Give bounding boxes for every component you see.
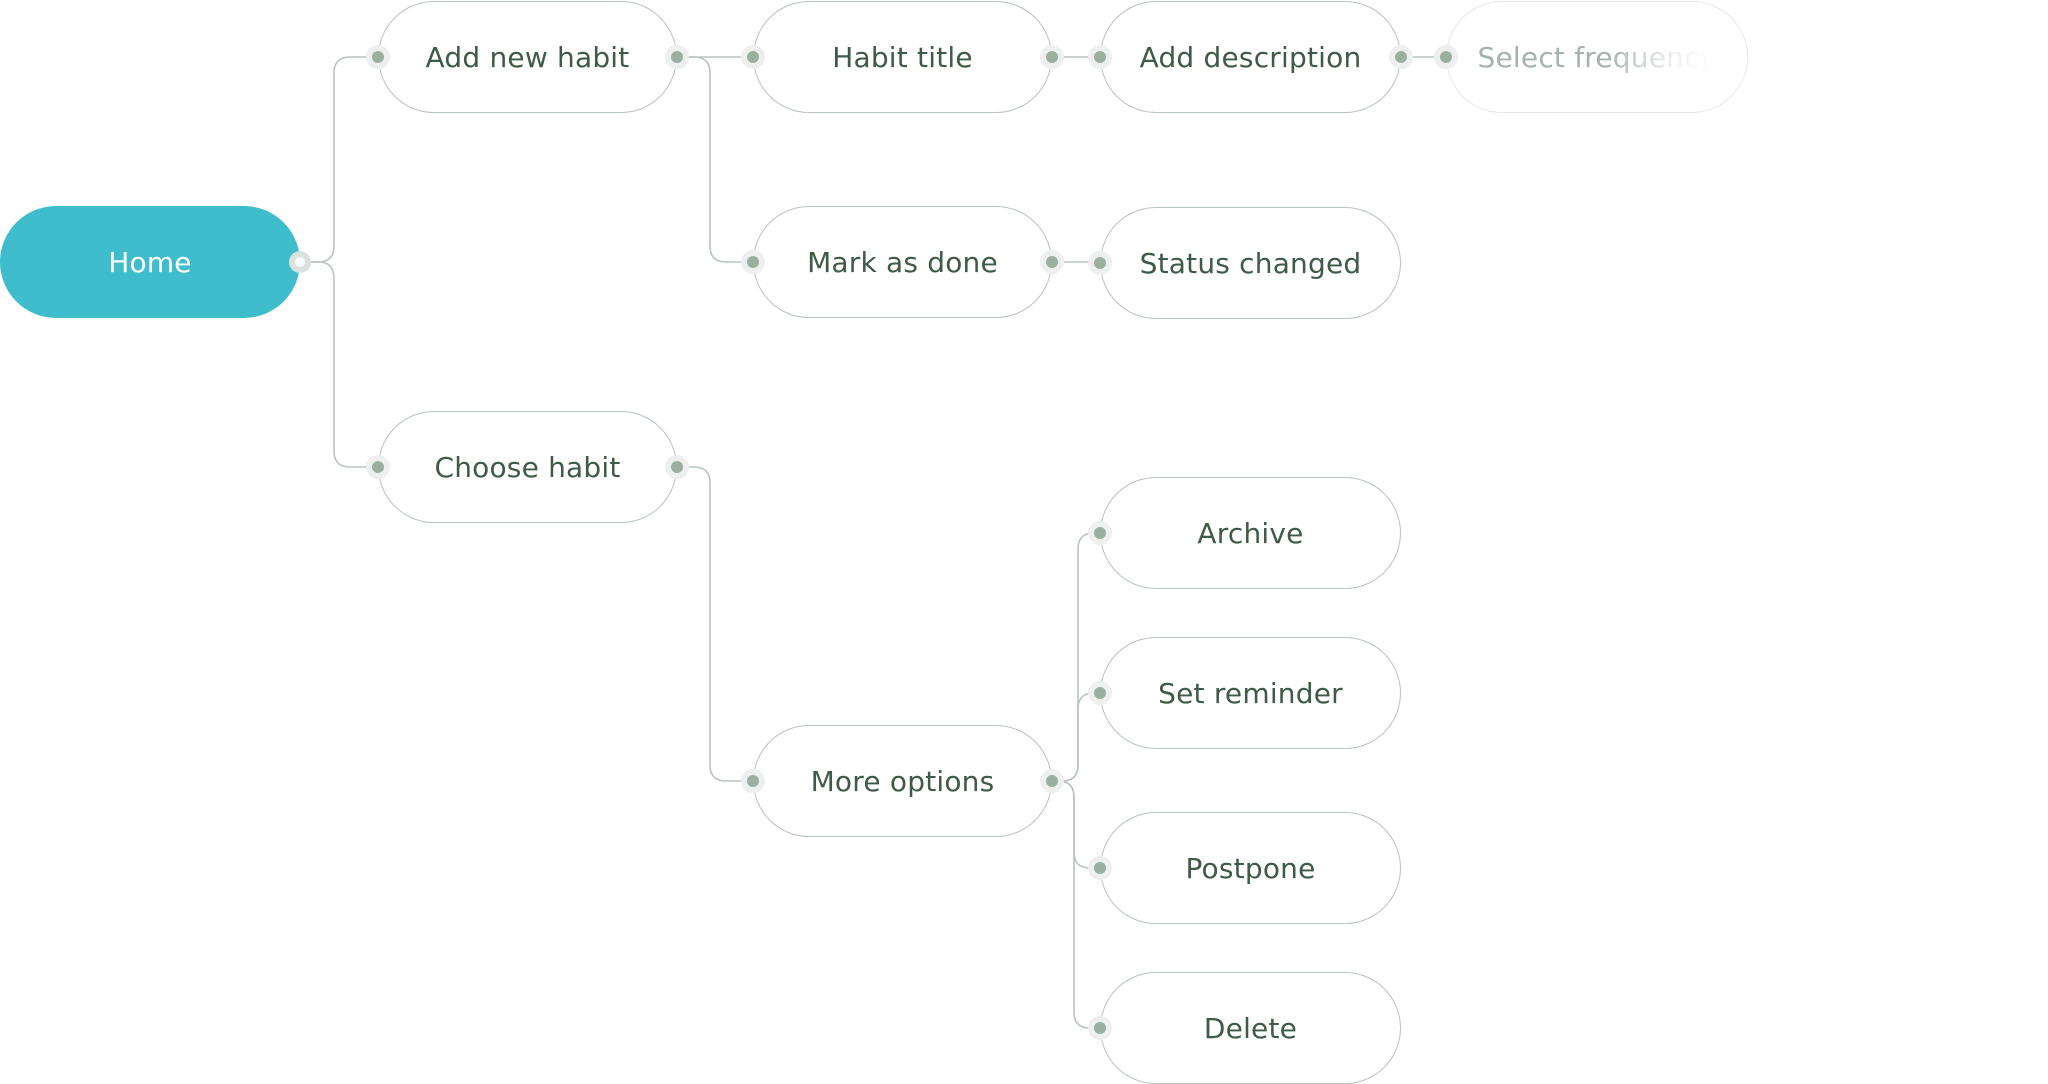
postpone-input-port[interactable]: [1094, 862, 1106, 874]
node-archive-label: Archive: [1197, 516, 1304, 550]
node-home-label: Home: [108, 245, 192, 279]
node-add-new-habit-label: Add new habit: [425, 40, 630, 74]
add-new-habit-input-port[interactable]: [372, 51, 384, 63]
node-more-options[interactable]: More options: [753, 725, 1052, 837]
mark-as-done-input-port[interactable]: [747, 256, 759, 268]
node-delete-label: Delete: [1203, 1011, 1298, 1045]
node-more-options-label: More options: [810, 764, 995, 798]
node-mark-as-done-label: Mark as done: [807, 245, 998, 279]
edge-choose-habit-more-options: [677, 466, 753, 782]
node-postpone[interactable]: Postpone: [1100, 812, 1401, 924]
edge-more-options-set-reminder: [1052, 692, 1100, 782]
delete-input-port[interactable]: [1094, 1022, 1106, 1034]
status-changed-input-port[interactable]: [1094, 257, 1106, 269]
node-select-frequency[interactable]: Select frequency: [1446, 1, 1748, 113]
choose-habit-output-port[interactable]: [671, 461, 683, 473]
add-new-habit-output-port[interactable]: [671, 51, 683, 63]
node-set-reminder[interactable]: Set reminder: [1100, 637, 1401, 749]
mark-as-done-output-port[interactable]: [1046, 256, 1058, 268]
choose-habit-input-port[interactable]: [372, 461, 384, 473]
node-habit-title[interactable]: Habit title: [753, 1, 1052, 113]
node-choose-habit[interactable]: Choose habit: [378, 411, 677, 523]
edge-more-options-archive: [1052, 532, 1100, 782]
node-status-changed-label: Status changed: [1139, 246, 1362, 280]
select-frequency-input-port[interactable]: [1440, 51, 1452, 63]
node-mark-as-done[interactable]: Mark as done: [753, 206, 1052, 318]
habit-title-output-port[interactable]: [1046, 51, 1058, 63]
node-postpone-label: Postpone: [1185, 851, 1316, 885]
add-description-output-port[interactable]: [1395, 51, 1407, 63]
archive-input-port[interactable]: [1094, 527, 1106, 539]
edge-home-choose-habit: [300, 261, 378, 468]
edge-home-add-new-habit: [300, 56, 378, 263]
node-archive[interactable]: Archive: [1100, 477, 1401, 589]
more-options-output-port[interactable]: [1046, 775, 1058, 787]
edge-add-new-habit-mark-as-done: [677, 56, 753, 263]
node-status-changed[interactable]: Status changed: [1100, 207, 1401, 319]
edge-more-options-postpone: [1052, 780, 1100, 869]
habit-title-input-port[interactable]: [747, 51, 759, 63]
add-description-input-port[interactable]: [1094, 51, 1106, 63]
more-options-input-port[interactable]: [747, 775, 759, 787]
set-reminder-input-port[interactable]: [1094, 687, 1106, 699]
node-habit-title-label: Habit title: [832, 40, 973, 74]
node-add-description[interactable]: Add description: [1100, 1, 1401, 113]
home-output-port[interactable]: [295, 257, 305, 267]
node-add-description-label: Add description: [1139, 40, 1362, 74]
node-add-new-habit[interactable]: Add new habit: [378, 1, 677, 113]
node-home[interactable]: Home: [0, 206, 300, 318]
node-set-reminder-label: Set reminder: [1158, 676, 1343, 710]
node-select-frequency-label: Select frequency: [1477, 40, 1717, 74]
node-choose-habit-label: Choose habit: [434, 450, 621, 484]
edge-more-options-delete: [1052, 780, 1100, 1029]
node-delete[interactable]: Delete: [1100, 972, 1401, 1084]
